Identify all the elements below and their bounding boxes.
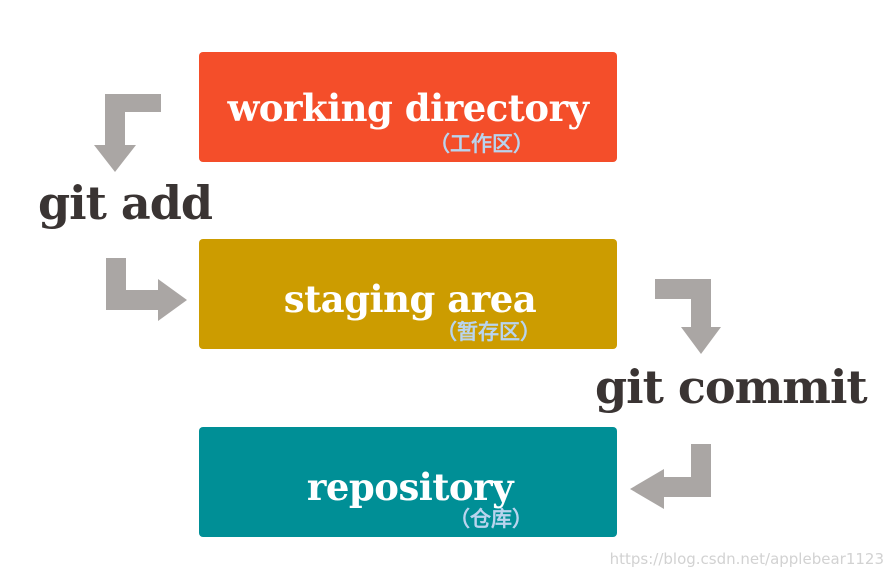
watermark: https://blog.csdn.net/applebear1123: [609, 550, 884, 568]
arrow-commit-to-repository-icon: [630, 444, 711, 509]
repository-subtitle: （仓库）: [449, 507, 533, 531]
staging-area-subtitle: （暂存区）: [436, 320, 541, 344]
working-directory-subtitle: （工作区）: [429, 132, 534, 156]
working-directory-title: working directory: [227, 86, 589, 130]
repository-title: repository: [306, 465, 514, 509]
staging-area-box: staging area （暂存区）: [199, 239, 617, 349]
working-directory-box: working directory （工作区）: [199, 52, 617, 162]
arrow-add-to-staging-icon: [106, 258, 187, 321]
arrow-staging-to-commit-icon: [655, 279, 721, 354]
git-commit-label: git commit: [595, 360, 868, 414]
git-add-label: git add: [38, 176, 213, 230]
repository-box: repository （仓库）: [199, 427, 617, 537]
arrow-working-to-add-icon: [94, 94, 161, 172]
staging-area-title: staging area: [283, 277, 537, 321]
